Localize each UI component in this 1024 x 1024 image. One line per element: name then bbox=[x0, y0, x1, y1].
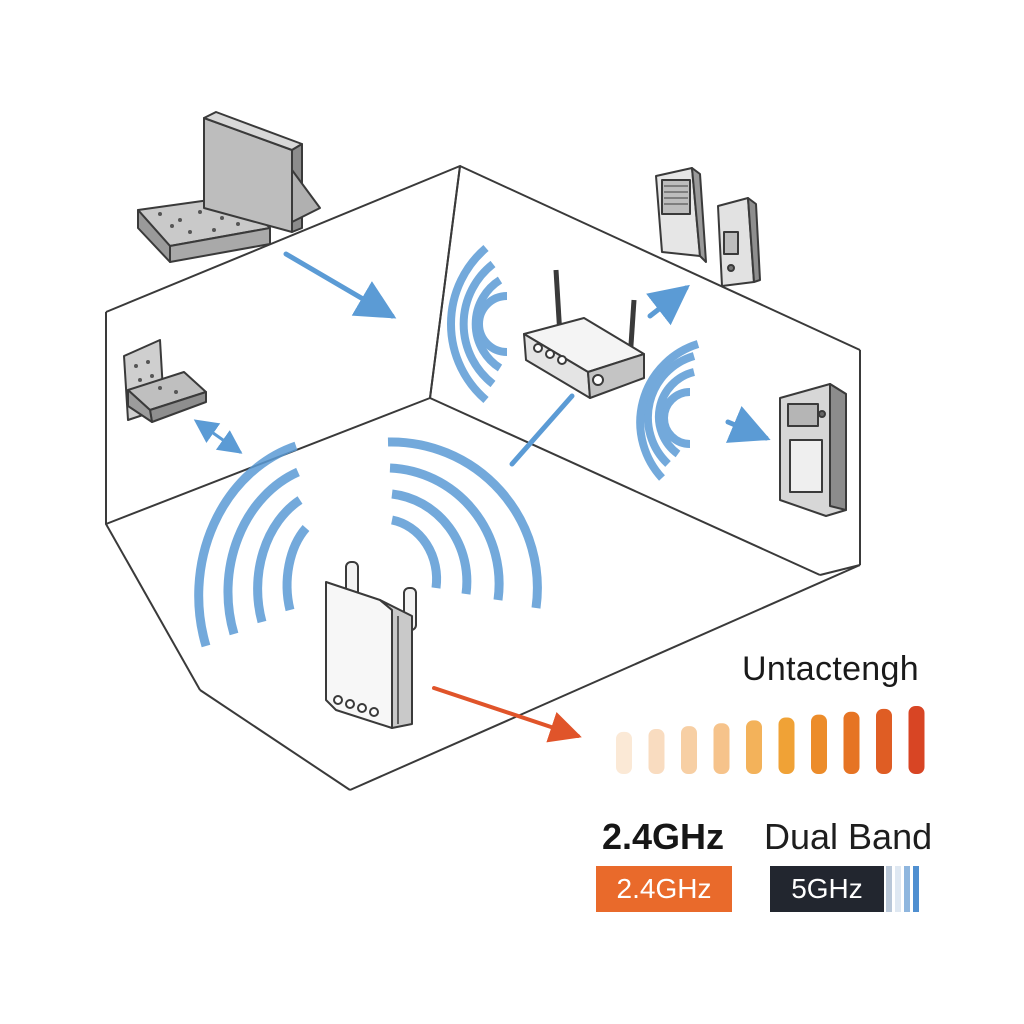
arrow-router-to-devices bbox=[646, 284, 690, 326]
smart-devices-icon bbox=[655, 167, 761, 287]
arrow-desk-to-router bbox=[283, 251, 397, 319]
band-stripe bbox=[913, 866, 919, 912]
range-extender-icon bbox=[325, 561, 417, 729]
back-wall-top-right bbox=[459, 165, 861, 351]
band-indicator-stripes bbox=[886, 866, 919, 912]
band-stripe bbox=[886, 866, 892, 912]
strength-bar bbox=[876, 708, 892, 774]
band-stripe bbox=[895, 866, 901, 912]
signal-waves-router-left bbox=[447, 244, 508, 404]
router-icon bbox=[523, 269, 645, 399]
wall-bracket-icon bbox=[123, 339, 207, 423]
signal-strength-meter bbox=[616, 706, 925, 774]
strength-bar bbox=[648, 728, 665, 774]
appliance-icon bbox=[779, 383, 847, 517]
strength-bar bbox=[616, 731, 632, 774]
floor-back-edge bbox=[429, 397, 821, 576]
badge-24ghz: 2.4GHz bbox=[596, 866, 732, 912]
strength-label: Untactengh bbox=[742, 650, 919, 688]
desk-icon bbox=[137, 111, 321, 263]
floor-front-left bbox=[199, 689, 351, 791]
strength-bar bbox=[713, 723, 730, 774]
signal-waves-extender-left bbox=[194, 441, 310, 648]
corner-line bbox=[429, 165, 461, 399]
room-outline bbox=[105, 165, 861, 791]
flow-arrows bbox=[193, 251, 771, 743]
strength-bar bbox=[811, 714, 827, 774]
signal-waves-extender-right bbox=[387, 437, 542, 609]
band-stripe bbox=[904, 866, 910, 912]
beam-router-to-floor bbox=[509, 393, 575, 467]
signal-waves-router-right bbox=[636, 340, 700, 481]
strength-bar bbox=[746, 720, 762, 774]
band-24ghz-title: 2.4GHz bbox=[602, 816, 725, 857]
strength-bar bbox=[908, 706, 925, 774]
floor-front-right bbox=[349, 564, 861, 791]
arrow-extender-to-strength bbox=[432, 686, 582, 743]
floor-left-edge bbox=[105, 523, 201, 691]
strength-bar bbox=[778, 717, 795, 774]
arrow-router-to-appliance bbox=[725, 405, 771, 443]
badge-5ghz: 5GHz bbox=[770, 866, 884, 912]
arrow-bracket-to-floor bbox=[193, 419, 243, 454]
strength-bar bbox=[681, 726, 697, 774]
strength-bar bbox=[843, 711, 860, 774]
floor-right-edge bbox=[819, 564, 861, 576]
dual-band-title: Dual Band bbox=[764, 816, 933, 857]
